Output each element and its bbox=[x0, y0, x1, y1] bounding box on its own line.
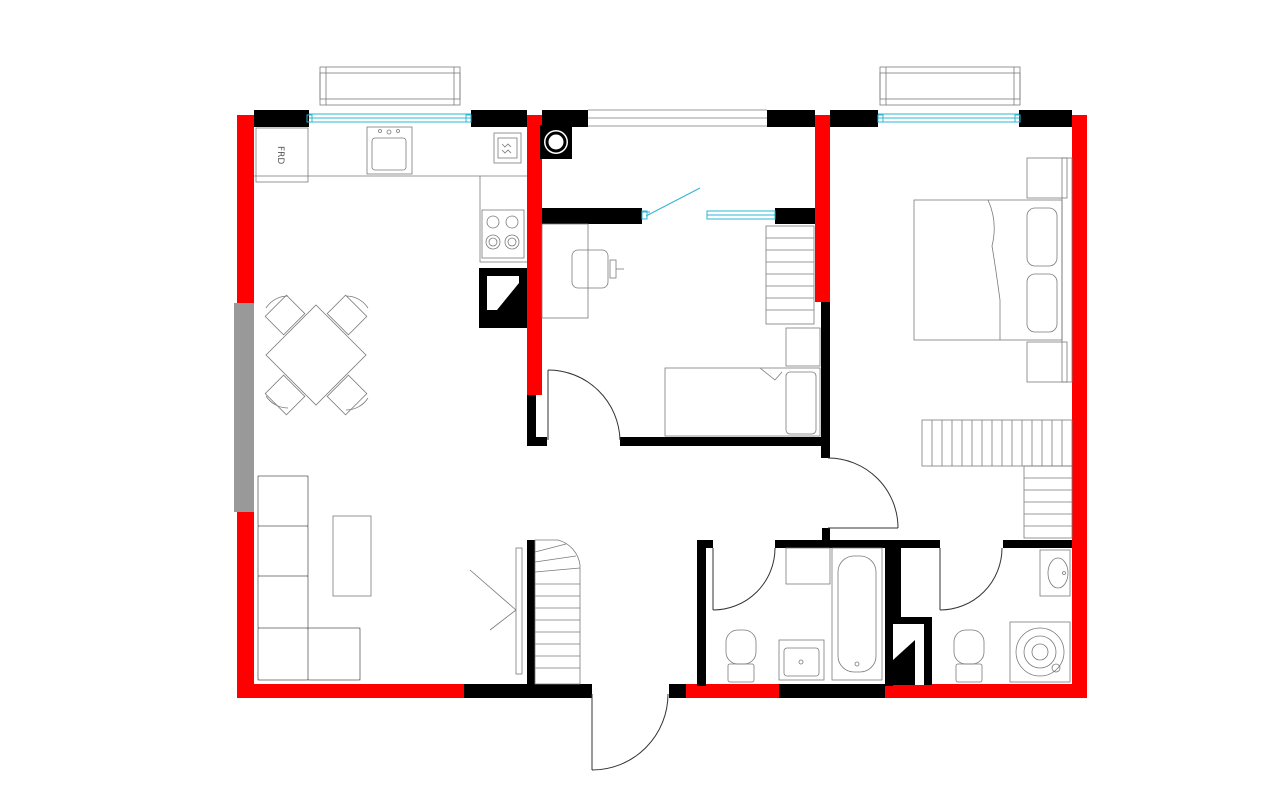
window-balcony-door bbox=[641, 187, 776, 220]
tv-unit bbox=[469, 547, 523, 675]
desk-chair bbox=[571, 249, 624, 289]
wall-top-pier-2 bbox=[471, 110, 527, 127]
toilet-bath bbox=[953, 629, 985, 683]
wall-bath-top bbox=[775, 540, 940, 548]
nightstand-top bbox=[1026, 157, 1068, 199]
boiler-unit bbox=[540, 125, 572, 159]
wall-stair-side bbox=[527, 540, 535, 686]
ventilation-shafts bbox=[479, 268, 924, 685]
nightstand bbox=[785, 327, 821, 367]
stair-master bbox=[921, 419, 1073, 539]
wall-bath-divider-1 bbox=[822, 528, 830, 548]
shower-tray bbox=[1009, 621, 1071, 683]
window-bedroom bbox=[588, 109, 767, 127]
window-kitchen bbox=[306, 113, 472, 123]
door-master-bedroom bbox=[827, 457, 899, 529]
partition-wall-kitchen-bedroom bbox=[527, 115, 542, 395]
exterior-wall-left-lower bbox=[237, 512, 254, 698]
bath-shaft-triangle bbox=[893, 640, 915, 685]
wall-bath-divider-2 bbox=[885, 540, 893, 686]
wall-shaft-top bbox=[893, 617, 932, 624]
wall-bottom-entry-left bbox=[464, 684, 592, 698]
wall-wc-left bbox=[697, 540, 706, 686]
wall-top-pier-1 bbox=[254, 110, 309, 127]
wall-bedroom-bottom bbox=[620, 437, 830, 446]
sofa bbox=[257, 475, 361, 681]
coffee-table bbox=[332, 515, 372, 597]
door-wc bbox=[712, 547, 776, 611]
exterior-wall-bottom-right bbox=[885, 684, 1087, 698]
exterior-wall-left-upper bbox=[237, 115, 254, 303]
stair-living bbox=[534, 539, 581, 685]
washbasin-1 bbox=[778, 639, 825, 681]
exterior-wall-bottom-bath bbox=[686, 684, 779, 698]
washbasin-2 bbox=[1039, 549, 1071, 597]
wall-bedroom-left-stub bbox=[527, 395, 536, 446]
microwave bbox=[493, 132, 522, 164]
dining-table bbox=[264, 294, 369, 416]
bathtub bbox=[831, 547, 883, 681]
toilet-wc bbox=[725, 629, 757, 683]
stair-bedroom bbox=[765, 225, 815, 325]
wall-bath-right-top bbox=[1003, 540, 1072, 548]
wall-shaft-upper bbox=[893, 548, 901, 617]
single-bed bbox=[664, 367, 821, 437]
wall-top-pier-3 bbox=[542, 110, 588, 127]
double-bed bbox=[913, 199, 1063, 341]
bath-cabinet bbox=[785, 547, 831, 585]
desk bbox=[541, 223, 589, 319]
door-bedroom bbox=[547, 369, 621, 441]
partition-wall-bedroom-master bbox=[815, 115, 830, 302]
fridge-label: FRD bbox=[275, 146, 285, 164]
door-entrance bbox=[591, 693, 669, 771]
wall-top-pier-4 bbox=[767, 110, 815, 127]
wall-bedroom-top-right bbox=[775, 208, 815, 224]
wall-wc-top-left bbox=[697, 540, 713, 548]
door-bath bbox=[939, 547, 1003, 611]
windows bbox=[306, 109, 1021, 220]
fridge bbox=[255, 127, 309, 183]
kitchen-sink bbox=[366, 126, 413, 175]
exterior-walls bbox=[237, 115, 1087, 698]
wall-bedroom-top-left bbox=[542, 208, 642, 224]
radiators bbox=[319, 66, 1021, 106]
radiator-master bbox=[879, 66, 1021, 106]
window-master-bedroom bbox=[877, 113, 1021, 123]
radiator-kitchen bbox=[319, 66, 461, 106]
wall-bottom-entry-right bbox=[669, 684, 686, 698]
cooktop bbox=[481, 209, 525, 259]
door-swings bbox=[547, 369, 1003, 771]
wall-top-pier-5 bbox=[830, 110, 878, 127]
wardrobe-panel bbox=[1061, 157, 1073, 383]
exterior-wall-right bbox=[1072, 115, 1087, 698]
master-bedroom-fixtures bbox=[913, 157, 1073, 539]
kitchen-fixtures: FRD bbox=[254, 126, 527, 263]
kitchen-shaft-void bbox=[487, 276, 519, 310]
nightstand-bottom bbox=[1026, 341, 1068, 383]
interior-walls bbox=[254, 110, 1072, 698]
bathroom-fixtures bbox=[725, 547, 1071, 683]
wall-bedroom-bottom-stub bbox=[527, 437, 547, 446]
bedroom-fixtures bbox=[541, 223, 821, 437]
wall-bottom-bath-center bbox=[779, 684, 885, 698]
wall-bedroom-right-lower bbox=[821, 302, 830, 458]
exterior-wall-bottom-left bbox=[237, 684, 464, 698]
wall-top-pier-6 bbox=[1019, 110, 1072, 127]
wall-shaft-right bbox=[924, 617, 932, 685]
adjacent-wall-segment bbox=[234, 303, 254, 512]
